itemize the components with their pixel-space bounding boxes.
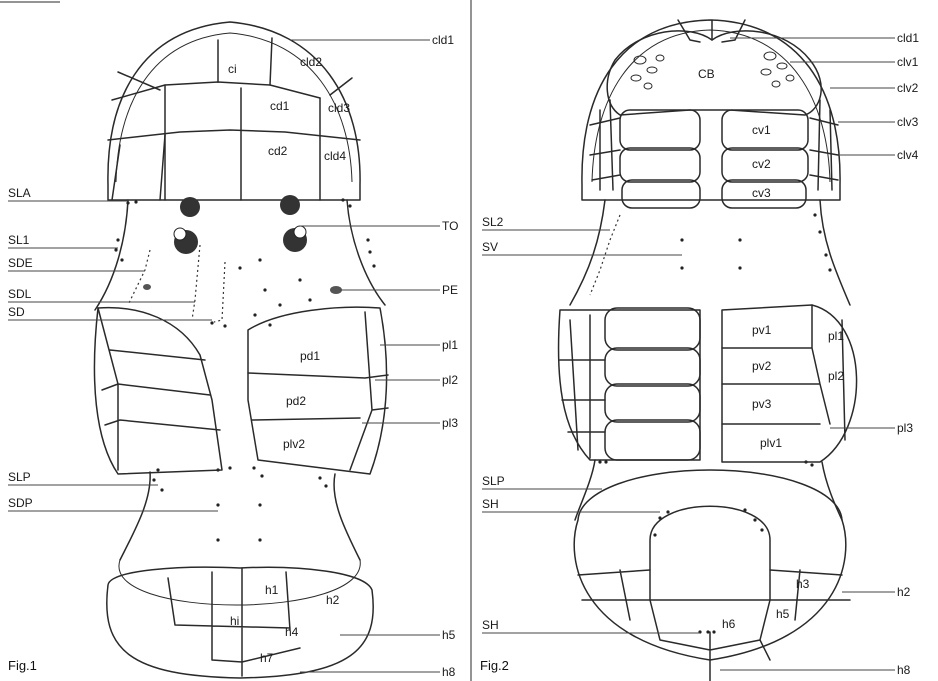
label-SH-upper: SH bbox=[482, 497, 499, 511]
fig1-left-block-plates bbox=[98, 308, 220, 470]
plate-cv2: cv2 bbox=[752, 157, 771, 171]
plate-h6: h6 bbox=[722, 617, 736, 631]
plate-cd2: cd2 bbox=[268, 144, 288, 158]
fig2-cephalic-inner bbox=[592, 30, 830, 182]
label-clv2: clv2 bbox=[897, 81, 919, 95]
label-h2-fig2: h2 bbox=[897, 585, 911, 599]
label-SLA: SLA bbox=[8, 186, 31, 200]
label-pl2: pl2 bbox=[442, 373, 458, 387]
fig2-right-block-plates bbox=[722, 305, 845, 440]
fig1-title: Fig.1 bbox=[8, 658, 37, 673]
label-SLP-fig2: SLP bbox=[482, 474, 505, 488]
label-clv4: clv4 bbox=[897, 148, 919, 162]
fig2-left-block bbox=[559, 310, 700, 460]
fig2-cv-left-3 bbox=[622, 180, 700, 208]
plate-pd1: pd1 bbox=[300, 349, 320, 363]
label-SDP: SDP bbox=[8, 496, 33, 510]
fig2-title: Fig.2 bbox=[480, 658, 509, 673]
plate-plv1: plv1 bbox=[760, 436, 782, 450]
fig1-eye-right bbox=[280, 195, 300, 215]
label-SLP: SLP bbox=[8, 470, 31, 484]
plate-cld3: cld3 bbox=[328, 101, 350, 115]
fig2-cv-left-1 bbox=[620, 110, 700, 150]
fig1-eye-left bbox=[180, 197, 200, 217]
label-SL1: SL1 bbox=[8, 233, 30, 247]
plate-cv3: cv3 bbox=[752, 186, 771, 200]
label-SV: SV bbox=[482, 240, 498, 254]
label-cld1-fig2: cld1 bbox=[897, 31, 919, 45]
fig1-ceph-row1 bbox=[108, 130, 360, 140]
fig2-left-row4 bbox=[605, 420, 700, 460]
label-clv1: clv1 bbox=[897, 55, 919, 69]
fig1-ceph-ci-sides bbox=[218, 38, 272, 85]
plate-ci: ci bbox=[228, 62, 237, 76]
fig1-organ-left-spot bbox=[174, 228, 186, 240]
label-SH-lower: SH bbox=[482, 618, 499, 632]
label-cld1: cld1 bbox=[432, 33, 454, 47]
label-pl1: pl1 bbox=[442, 338, 458, 352]
fig1-organ-right-spot bbox=[294, 226, 306, 238]
plate-h1: h1 bbox=[265, 583, 279, 597]
plate-pv2: pv2 bbox=[752, 359, 772, 373]
fig2-lower-neck bbox=[575, 460, 842, 520]
fig2-left-row2 bbox=[605, 348, 700, 386]
fig1-ceph-verticals bbox=[165, 85, 320, 200]
label-SD: SD bbox=[8, 305, 25, 319]
fig1-sensilla bbox=[114, 198, 375, 541]
label-SDE: SDE bbox=[8, 256, 33, 270]
label-SL2: SL2 bbox=[482, 215, 504, 229]
fig1-right-block-plates bbox=[248, 312, 388, 470]
plate-pl1: pl1 bbox=[828, 329, 844, 343]
plate-pd2: pd2 bbox=[286, 394, 306, 408]
fig2-pygidium-inner bbox=[650, 506, 770, 600]
plate-pl2: pl2 bbox=[828, 369, 844, 383]
label-clv3: clv3 bbox=[897, 115, 919, 129]
label-pl3-fig2: pl3 bbox=[897, 421, 913, 435]
label-pl3: pl3 bbox=[442, 416, 458, 430]
plate-CB: CB bbox=[698, 67, 715, 81]
plate-pv3: pv3 bbox=[752, 397, 772, 411]
plate-h5: h5 bbox=[776, 607, 790, 621]
plate-plv2: plv2 bbox=[283, 437, 305, 451]
plate-pv1: pv1 bbox=[752, 323, 772, 337]
label-h5: h5 bbox=[442, 628, 456, 642]
fig2-neck-sides bbox=[570, 200, 850, 305]
label-h8-fig2: h8 bbox=[897, 663, 911, 677]
fig1-left-block bbox=[94, 308, 222, 474]
fig2-drawing bbox=[559, 20, 857, 681]
fig1-pe-pore-left bbox=[143, 284, 151, 290]
plate-hi: hi bbox=[230, 614, 239, 628]
plate-h7: h7 bbox=[260, 651, 274, 665]
plate-cld2: cld2 bbox=[300, 55, 322, 69]
fig2-left-row3 bbox=[605, 384, 700, 422]
plate-cv1: cv1 bbox=[752, 123, 771, 137]
plate-cd1: cd1 bbox=[270, 99, 290, 113]
fig2-cv-left-2 bbox=[620, 148, 700, 182]
plate-h4: h4 bbox=[285, 625, 299, 639]
label-h8: h8 bbox=[442, 665, 456, 679]
plate-h3: h3 bbox=[796, 577, 810, 591]
fig1-drawing bbox=[94, 22, 388, 678]
label-TO: TO bbox=[442, 219, 458, 233]
label-PE: PE bbox=[442, 283, 458, 297]
fig1-sensilla-rows bbox=[128, 245, 225, 322]
plate-cld4: cld4 bbox=[324, 149, 346, 163]
fig1-cephalic-outline bbox=[108, 22, 360, 200]
fig1-ceph-row0 bbox=[112, 82, 320, 100]
fig1-lower-body bbox=[119, 560, 360, 605]
plate-h2: h2 bbox=[326, 593, 340, 607]
label-SDL: SDL bbox=[8, 287, 32, 301]
fig2-left-row1 bbox=[605, 308, 700, 350]
fig1-neck-sides bbox=[95, 200, 385, 310]
fig2-left-lateral-plates bbox=[560, 315, 605, 458]
